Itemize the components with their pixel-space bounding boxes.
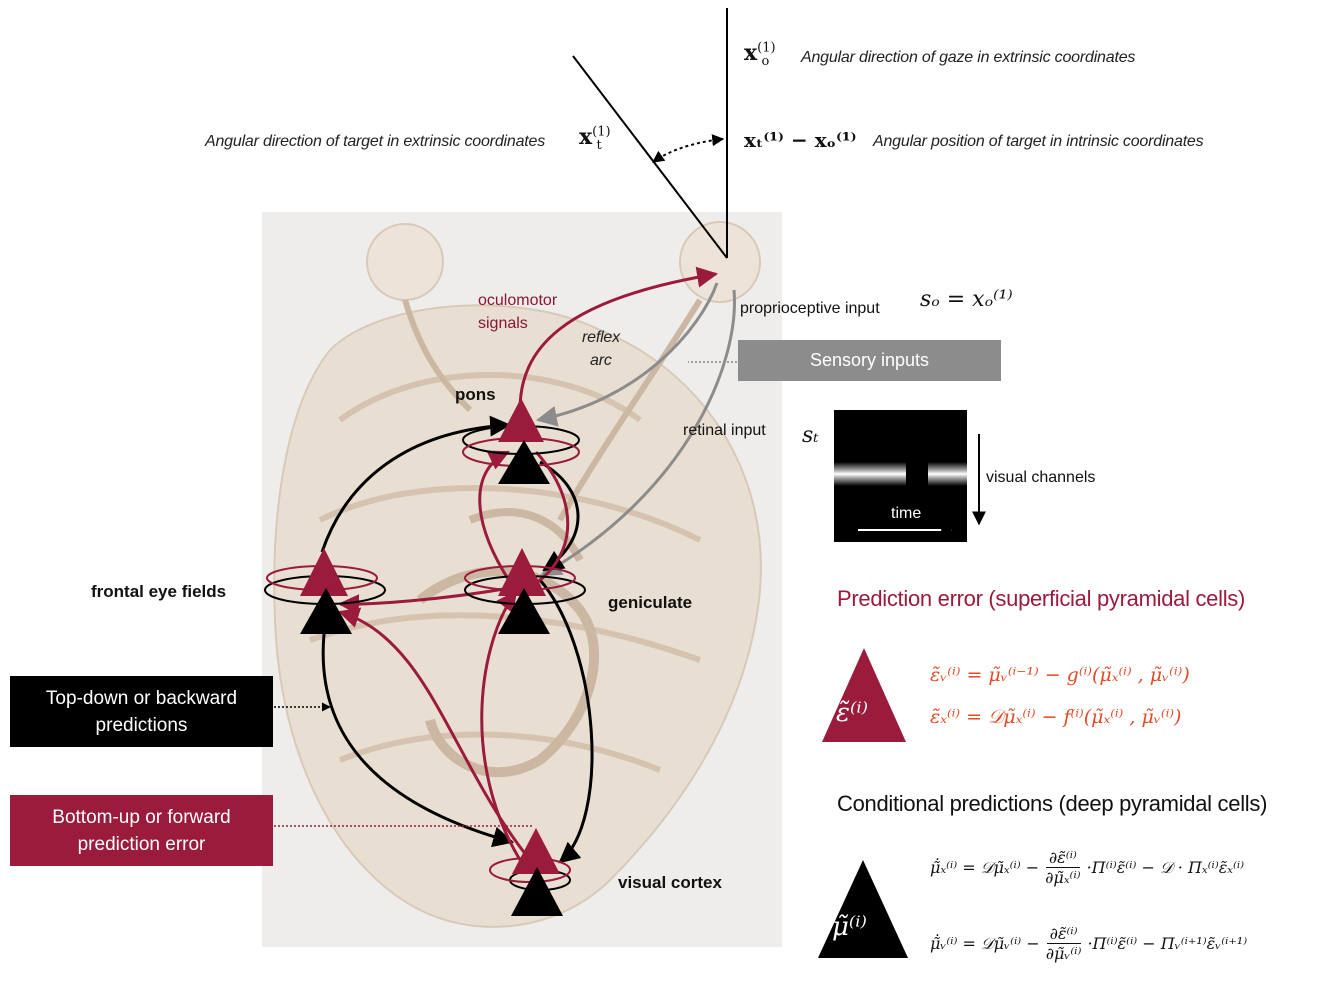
left-eyeball: [366, 223, 444, 301]
reflex-label-1: reflex: [582, 329, 620, 346]
prediction-error-eq-v: ε̃ᵥ⁽ⁱ⁾ = μ̃ᵥ⁽ⁱ⁻¹⁾ − g⁽ⁱ⁾(μ̃ₓ⁽ⁱ⁾ , μ̃ᵥ⁽ⁱ⁾…: [930, 664, 1190, 686]
raster-band-right: [928, 462, 967, 486]
conditional-prediction-symbol: μ̃⁽ⁱ⁾: [832, 912, 867, 942]
proprioceptive-input-label: proprioceptive input: [740, 300, 880, 317]
forward-prediction-errors: [337, 450, 570, 861]
target-symbol: x(1)t: [579, 124, 611, 154]
right-eyeball: [679, 221, 761, 303]
prediction-error-triangle: [822, 648, 906, 742]
gaze-symbol: x(1)o: [744, 40, 776, 70]
prediction-error-eq-x: ε̃ₓ⁽ⁱ⁾ = 𝒟μ̃ₓ⁽ⁱ⁾ − f⁽ⁱ⁾(μ̃ₓ⁽ⁱ⁾ , μ̃ᵥ⁽ⁱ⁾): [930, 706, 1182, 728]
geniculate-neurons: [498, 548, 550, 634]
sensory-arrows: [535, 282, 736, 577]
visual-cortex-label: visual cortex: [618, 873, 722, 892]
gaze-geometry: [572, 8, 728, 259]
visual-channels-label: visual channels: [986, 469, 1096, 486]
pons-label: pons: [455, 385, 496, 404]
so-equation: sₒ = xₒ⁽¹⁾: [920, 287, 1013, 312]
conditional-eq-x: μ̃̇ₓ⁽ⁱ⁾ = 𝒟μ̃ₓ⁽ⁱ⁾ − ∂ε̃⁽ⁱ⁾∂μ̃ₓ⁽ⁱ⁾ ·Π⁽ⁱ⁾ε…: [930, 848, 1245, 887]
intrinsic-symbol: xₜ⁽¹⁾ − xₒ⁽¹⁾: [744, 128, 857, 152]
retinal-input-label: retinal input: [683, 422, 766, 439]
geniculate-label: geniculate: [608, 593, 693, 612]
target-intrinsic-description: Angular position of target in intrinsic …: [873, 133, 1204, 150]
frontal-eye-fields-neurons: [300, 548, 352, 634]
top-down-legend-box: [10, 676, 273, 747]
time-label: time: [891, 505, 922, 522]
oculomotor-label-1: oculomotor: [478, 292, 558, 309]
sensory-inputs-box: [738, 340, 1001, 381]
raster-band-left: [834, 462, 906, 486]
visual-cortex-neurons: [511, 828, 563, 916]
frontal-eye-fields-label: frontal eye fields: [91, 582, 227, 601]
target-extrinsic-description: Angular direction of target in extrinsic…: [205, 133, 546, 150]
sensory-inputs-label: Sensory inputs: [809, 350, 930, 370]
reflex-label-2: arc: [590, 352, 612, 369]
prediction-error-heading: Prediction error (superficial pyramidal …: [837, 586, 1246, 611]
pons-neurons: [498, 398, 550, 484]
st-label: sₜ: [802, 423, 819, 448]
gaze-description: Angular direction of gaze in extrinsic c…: [801, 49, 1136, 66]
conditional-prediction-triangle: [818, 860, 908, 958]
conditional-eq-v: μ̃̇ᵥ⁽ⁱ⁾ = 𝒟μ̃ᵥ⁽ⁱ⁾ − ∂ε̃⁽ⁱ⁾∂μ̃ᵥ⁽ⁱ⁾ ·Π⁽ⁱ⁾ε…: [930, 924, 1248, 963]
conditional-predictions-heading: Conditional predictions (deep pyramidal …: [837, 791, 1268, 816]
prediction-error-symbol: ε̃⁽ⁱ⁾: [836, 698, 868, 728]
oculomotor-label-2: signals: [478, 315, 528, 332]
backward-predictions: [320, 415, 594, 864]
oculomotor-arrow: [518, 266, 719, 411]
bottom-up-legend-box: [10, 795, 273, 866]
